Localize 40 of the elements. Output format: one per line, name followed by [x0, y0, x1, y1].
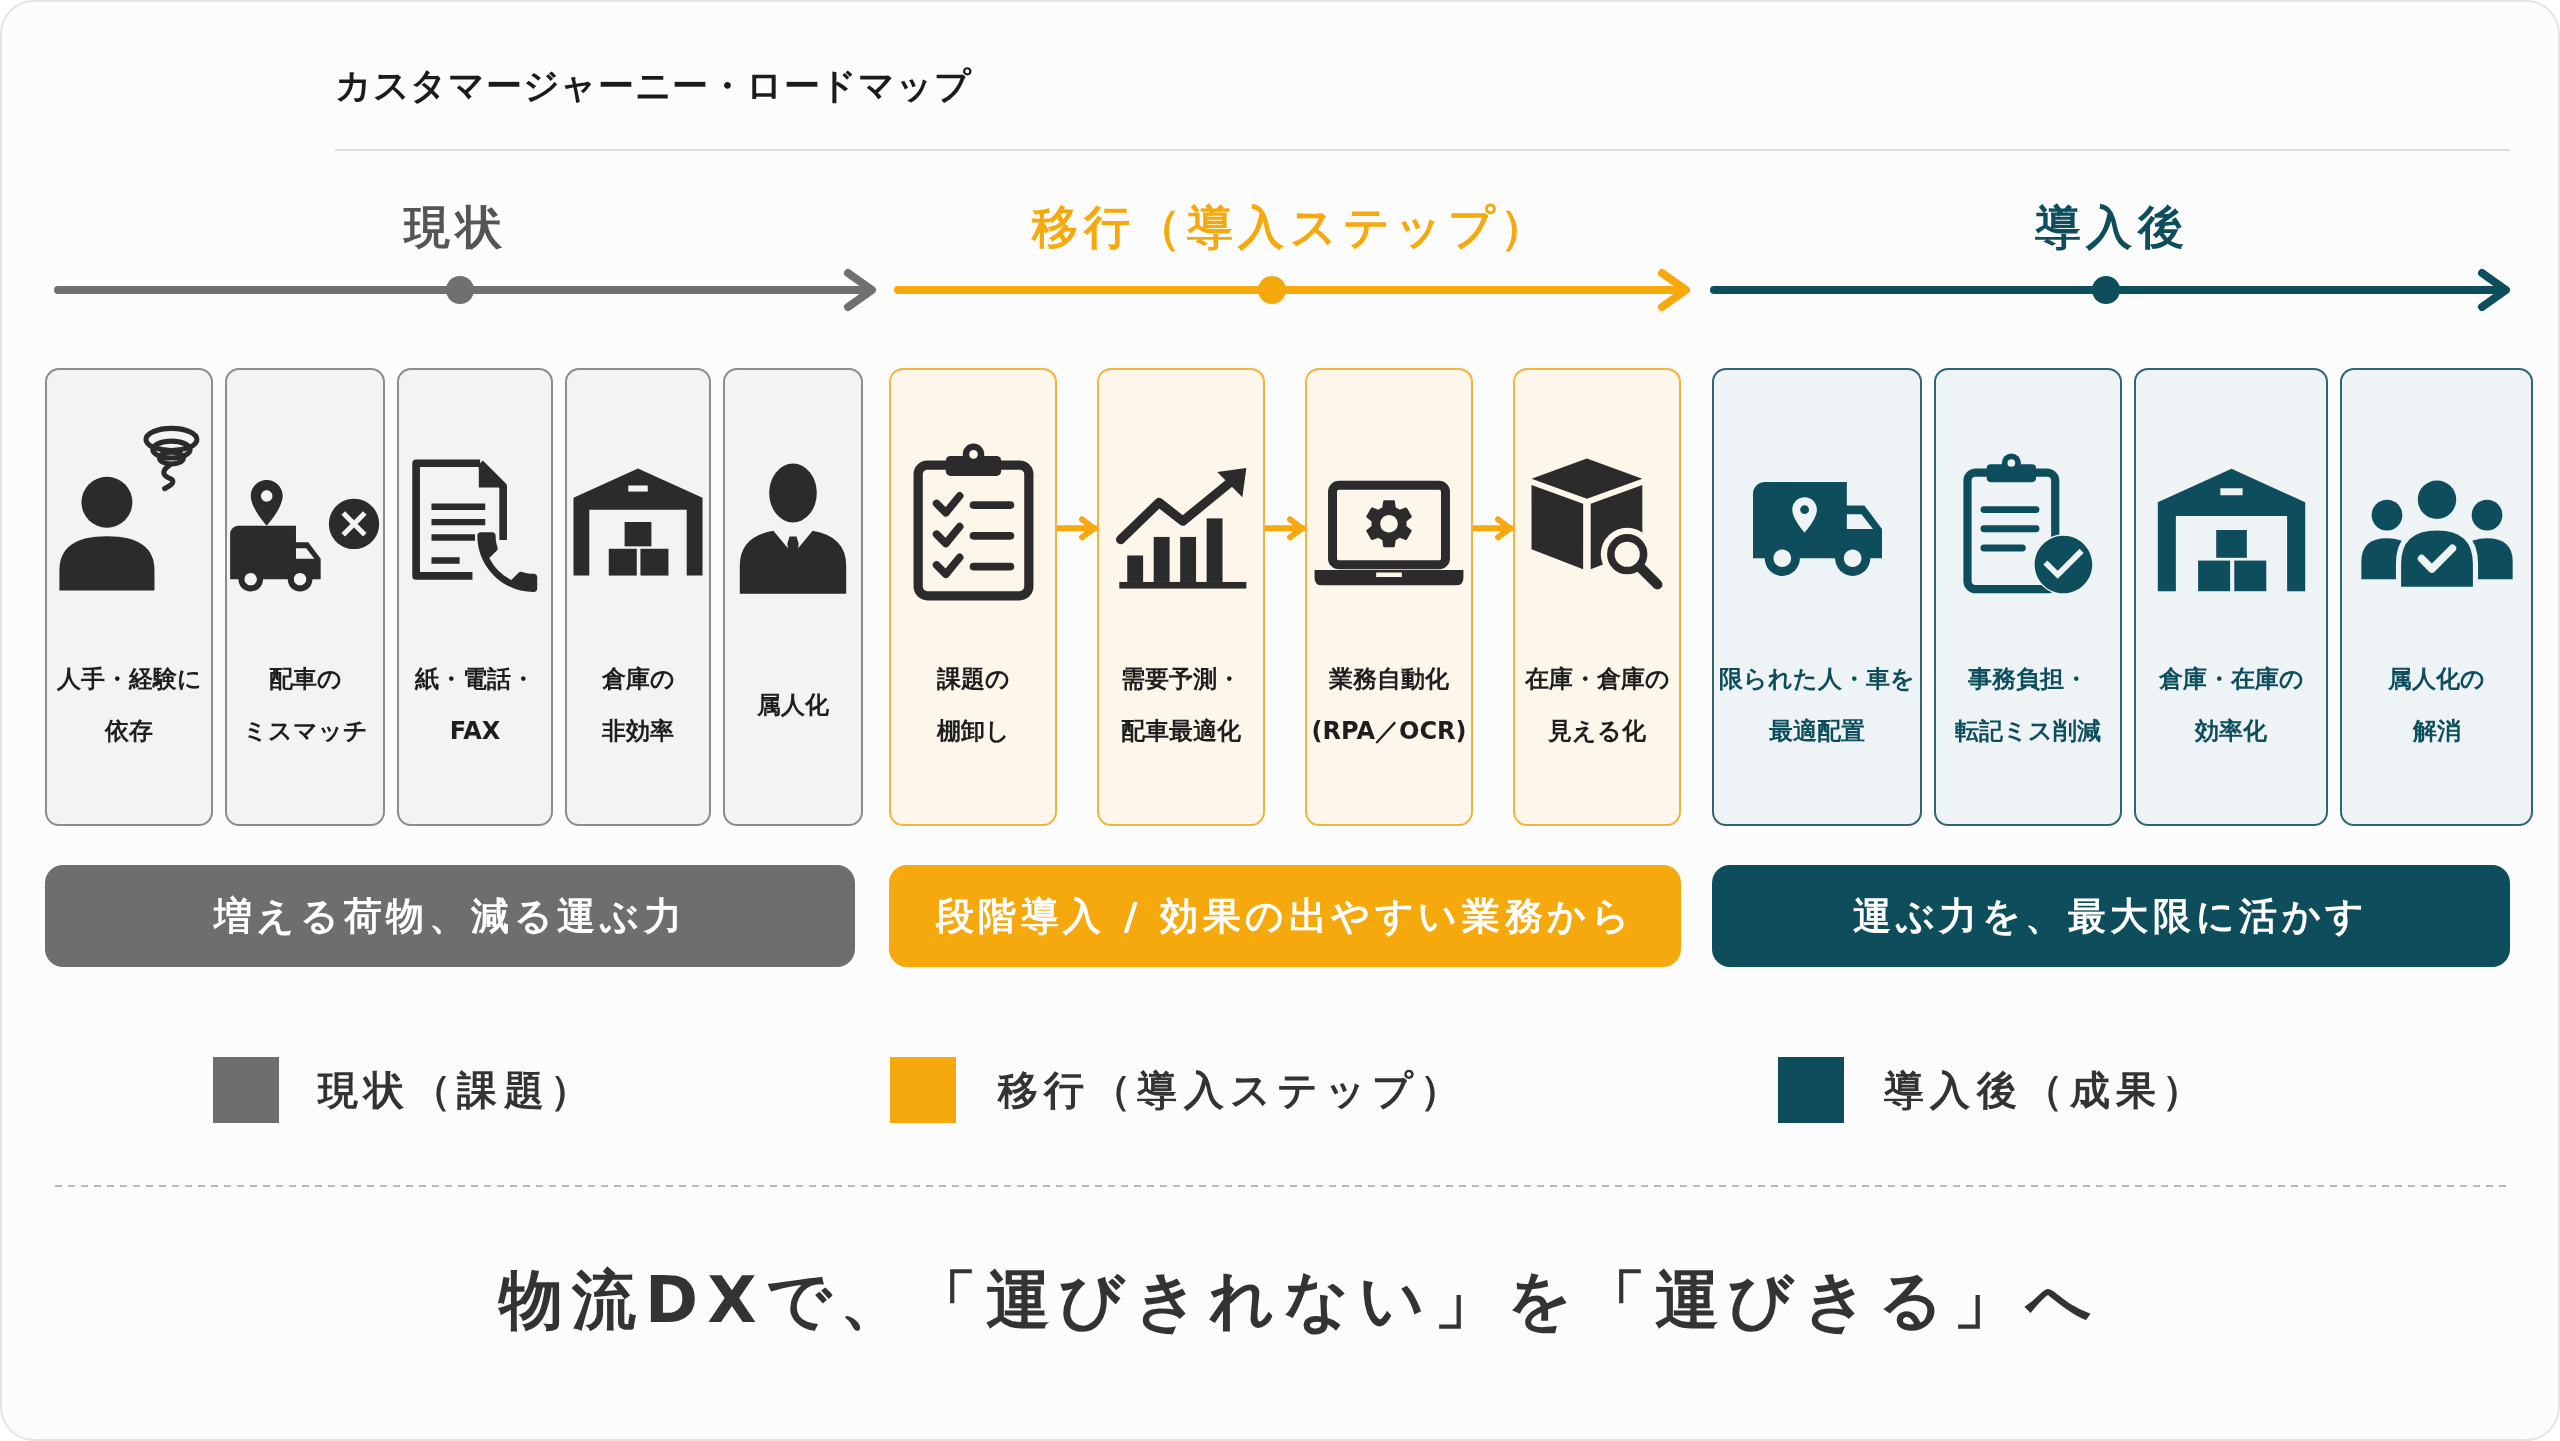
- arrow: [1057, 516, 1097, 541]
- card-label: 倉庫・在庫の効率化: [2158, 664, 2304, 747]
- card-label: 属人化: [757, 690, 829, 721]
- card-label: 倉庫の非効率: [601, 664, 675, 747]
- summary-banner: 運ぶ力を、最大限に活かす: [1712, 865, 2510, 967]
- phase-card: [1305, 368, 1473, 826]
- phase-card: [225, 368, 385, 826]
- card-label: 事務負担・転記ミス削減: [1955, 664, 2101, 747]
- card-label: 配車のミスマッチ: [242, 664, 368, 747]
- phase-card: [45, 368, 213, 826]
- card-label: 在庫・倉庫の見える化: [1524, 664, 1670, 747]
- card-label: 課題の棚卸し: [936, 664, 1010, 747]
- card-label: 業務自動化(RPA／OCR): [1311, 664, 1467, 747]
- legend-label: 現状（課題）: [318, 1065, 597, 1115]
- phase-heading: 導入後: [2034, 199, 2190, 256]
- page-title: カスタマージャーニー・ロードマップ: [335, 64, 972, 108]
- card-label: 人手・経験に依存: [56, 664, 202, 747]
- card-label: 限られた人・車を最適配置: [1719, 664, 1915, 747]
- legend-label: 導入後（成果）: [1884, 1065, 2209, 1115]
- phase-heading: 移行（導入ステップ）: [1032, 199, 1552, 256]
- phase-card: [723, 368, 863, 826]
- arrow: [1265, 516, 1305, 541]
- phase-card: [2340, 368, 2533, 826]
- legend-label: 移行（導入ステップ）: [998, 1065, 1466, 1115]
- phase-card: [889, 368, 1057, 826]
- phase-card: [397, 368, 553, 826]
- summary-banner: 段階導入 / 効果の出やすい業務から: [889, 865, 1681, 967]
- phase-card: [1934, 368, 2122, 826]
- phase-card: [1513, 368, 1681, 826]
- card-label: 需要予測・配車最適化: [1121, 664, 1241, 747]
- phase-card: [2134, 368, 2328, 826]
- phase-card: [565, 368, 711, 826]
- card-label: 属人化の解消: [2388, 664, 2485, 747]
- arrow: [1473, 516, 1513, 541]
- caption-text: 物流DXで、「運びきれない」を「運びきる」へ: [499, 1261, 2101, 1339]
- summary-banner: 増える荷物、減る運ぶ力: [45, 865, 855, 967]
- card-label: 紙・電話・FAX: [415, 664, 535, 747]
- phase-card: [1712, 368, 1922, 826]
- phase-card: [1097, 368, 1265, 826]
- phase-heading: 現状: [404, 199, 508, 256]
